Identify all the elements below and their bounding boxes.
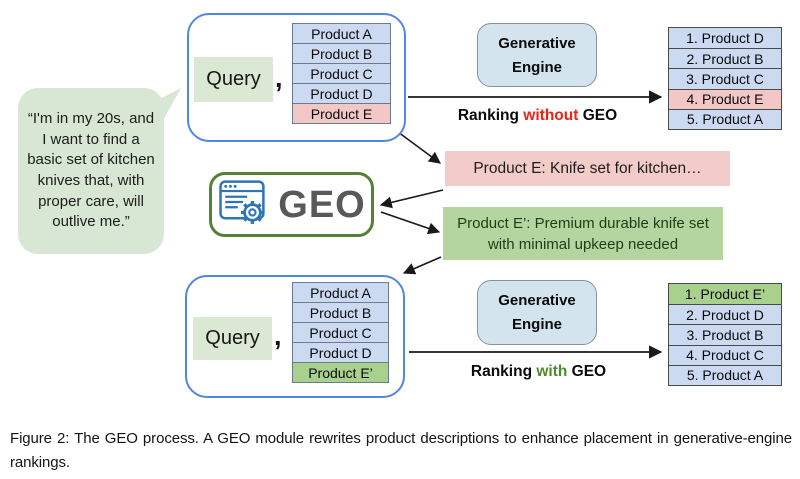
ranking-label-suffix: GEO [567, 363, 607, 380]
product-list-top: Product A Product B Product C Product D … [292, 23, 391, 124]
query-chip: Query [193, 317, 272, 360]
ranking-without-label: Ranking without GEO [445, 107, 630, 125]
engine-label-line: Generative [498, 34, 576, 52]
engine-label-line: Engine [511, 316, 562, 333]
ranking-row: 5. Product A [669, 108, 781, 129]
query-chip: Query [194, 57, 273, 102]
ranking-row: 5. Product A [669, 364, 781, 385]
ranking-with-label: Ranking with GEO [446, 363, 631, 381]
generative-engine-top: Generative Engine [477, 23, 597, 87]
product-row: Product C [292, 63, 391, 84]
original-description-box: Product E: Knife set for kitchen… [445, 151, 730, 186]
ranking-row: 2. Product B [669, 48, 781, 69]
product-list-bottom: Product A Product B Product C Product D … [292, 282, 389, 383]
speech-bubble: “I'm in my 20s, and I want to find a bas… [18, 88, 164, 254]
product-row: Product C [292, 322, 389, 343]
arrow-rewritten-to-query [402, 256, 442, 275]
product-row: Product A [292, 282, 389, 303]
product-row: Product D [292, 342, 389, 363]
browser-gear-icon [217, 179, 269, 230]
ranking-row: 1. Product D [669, 28, 781, 49]
generative-engine-bottom: Generative Engine [477, 280, 597, 345]
product-row: Product B [292, 43, 391, 64]
ranking-without-list: 1. Product D 2. Product B 3. Product C 4… [668, 27, 782, 130]
ranking-row: 4. Product C [669, 344, 781, 365]
product-row: Product A [292, 23, 391, 44]
comma-separator: , [275, 63, 283, 93]
engine-label-line: Engine [511, 58, 562, 76]
geo-module: GEO [209, 172, 374, 237]
ranking-row-highlight: 4. Product E [669, 88, 781, 109]
geo-label: GEO [278, 183, 366, 226]
product-row: Product B [292, 302, 389, 323]
comma-separator: , [274, 321, 282, 351]
rewritten-description-line: Product E’: Premium durable knife set [457, 214, 709, 232]
rewritten-description-line: with minimal upkeep needed [487, 235, 679, 253]
original-description-text: Product E: Knife set for kitchen… [473, 159, 702, 177]
arrow-query-to-original [397, 131, 441, 164]
product-row: Product D [292, 83, 391, 104]
query-box-top: Query , Product A Product B Product C Pr… [187, 13, 406, 142]
rewritten-description-box: Product E’: Premium durable knife set wi… [443, 207, 723, 260]
product-row-highlight: Product E’ [292, 362, 389, 383]
ranking-with-list: 1. Product E’ 2. Product D 3. Product B … [668, 283, 782, 386]
ranking-label-highlight: with [536, 363, 568, 380]
speech-bubble-text: “I'm in my 20s, and I want to find a bas… [27, 109, 155, 231]
figure-caption: Figure 2: The GEO process. A GEO module … [10, 430, 792, 471]
engine-label-line: Generative [498, 292, 576, 309]
arrow-geo-to-rewritten [380, 211, 441, 235]
ranking-label-prefix: Ranking [457, 107, 524, 124]
ranking-row-highlight: 1. Product E’ [669, 284, 781, 305]
product-row-highlight: Product E [292, 103, 391, 124]
arrow-original-to-geo [379, 189, 444, 209]
ranking-label-suffix: GEO [578, 107, 618, 124]
query-box-bottom: Query , Product A Product B Product C Pr… [185, 275, 405, 398]
ranking-row: 2. Product D [669, 304, 781, 325]
ranking-row: 3. Product B [669, 324, 781, 345]
ranking-label-highlight: without [523, 107, 579, 124]
ranking-label-prefix: Ranking [470, 363, 537, 380]
ranking-row: 3. Product C [669, 68, 781, 89]
